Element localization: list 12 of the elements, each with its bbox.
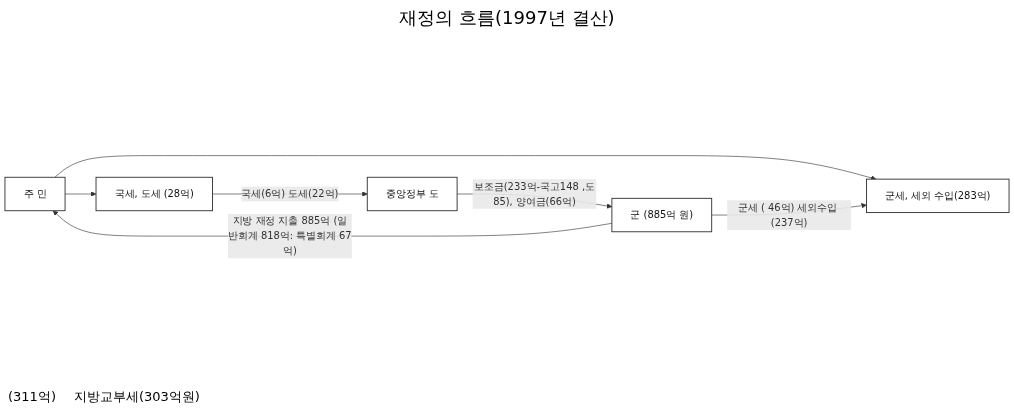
note-text: (311억): [8, 389, 56, 404]
edge-label: 지방 재정 지출 885억 (일반회계 818억: 특별회계 67억): [228, 215, 352, 257]
edge-label: 군세 ( 46억) 세외수입 (237억): [737, 201, 838, 229]
note-text: 지방교부세(303억원): [73, 389, 200, 404]
edge-label: 보조금(233억-국고148 ,도85), 양여금(66억): [474, 180, 595, 207]
node-box: 중앙정부 도: [366, 176, 458, 212]
node-box: 군세, 세외 수입(283억): [866, 178, 1010, 214]
node-box: 군 (885억 원): [611, 197, 713, 233]
node-box: 국세, 도세 (28억): [95, 176, 213, 212]
diagram-title: 재정의 흐름(1997년 결산): [398, 6, 616, 30]
edge-label: 국세(6억) 도세(22억): [241, 187, 339, 200]
node-box: 주 민: [4, 176, 66, 212]
